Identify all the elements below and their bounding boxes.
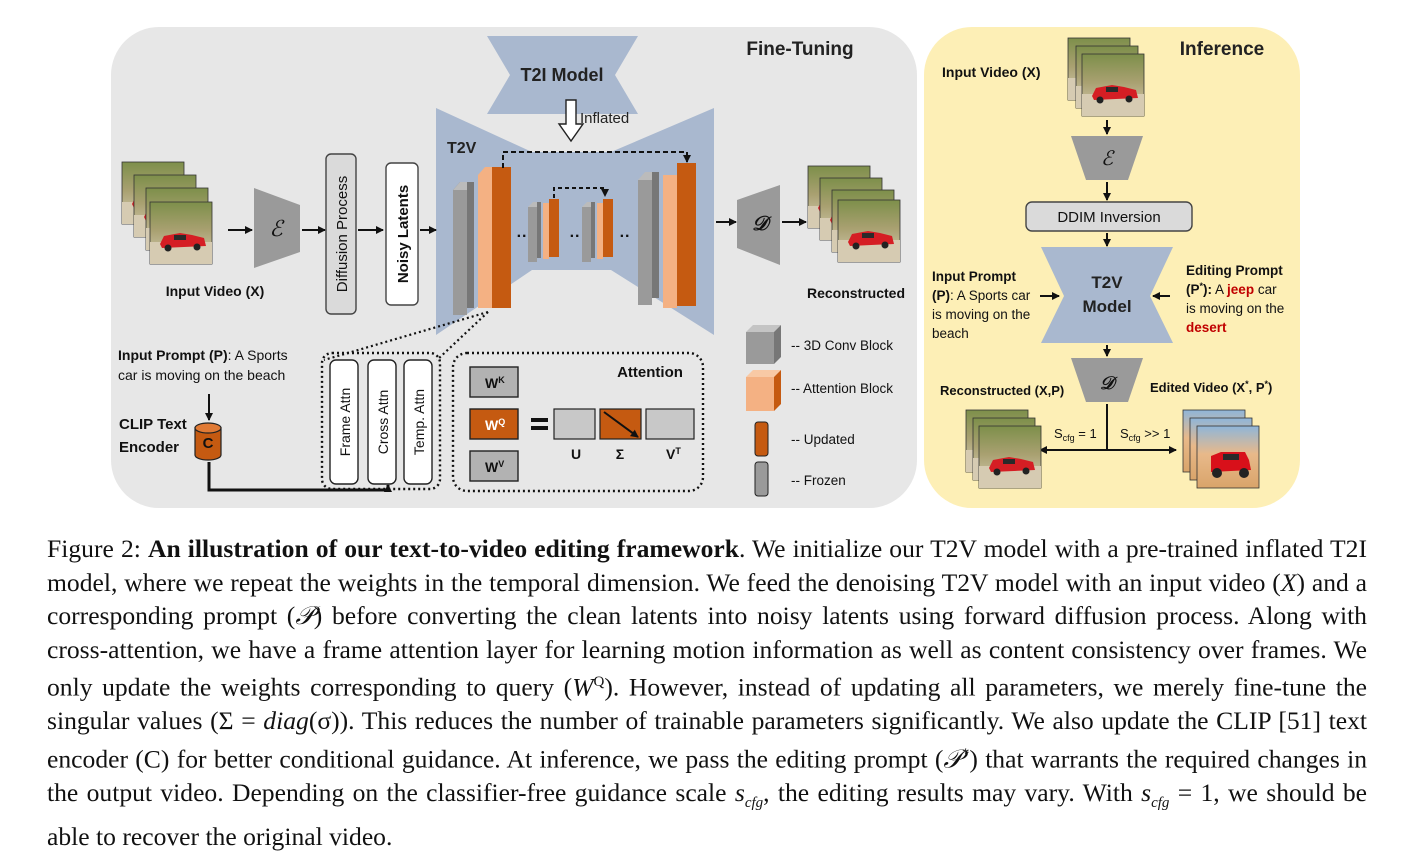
wq-sup: Q — [498, 417, 505, 427]
t2i-model-label: T2I Model — [520, 65, 603, 85]
inf-encoder-shape — [1071, 136, 1143, 180]
dots-3: ·· — [620, 228, 631, 245]
legend-attn: -- Attention Block — [791, 381, 893, 396]
frame-attn-label: Frame Attn — [337, 388, 353, 456]
svg-text:WV: WV — [485, 459, 504, 475]
clip-label-line1: CLIP Text — [119, 416, 187, 433]
small-block-1 — [528, 199, 559, 262]
vt-label: V — [666, 446, 676, 462]
ft-input-prompt-line1: Input Prompt (P): A Sports — [118, 347, 288, 363]
inf-input-video-frames — [1067, 37, 1145, 117]
inf-editing-prompt-l4: desert — [1186, 320, 1227, 335]
wk-sup: K — [498, 375, 505, 385]
inf-encoder-symbol: ℰ — [1101, 148, 1115, 170]
wq-label: W — [485, 417, 499, 433]
inflated-label: Inflated — [580, 110, 629, 127]
fine-tuning-title: Fine-Tuning — [746, 39, 853, 60]
u-box — [553, 408, 596, 440]
diffusion-process-box — [325, 153, 357, 315]
diffusion-process-label: Diffusion Process — [334, 176, 351, 292]
attention-detail-box — [451, 351, 705, 493]
decoder-symbol: 𝒟 — [752, 213, 772, 235]
vt-box — [645, 408, 695, 440]
equals-top — [531, 418, 548, 422]
wk-box — [469, 366, 519, 398]
wv-box — [469, 450, 519, 482]
wv-sup: V — [498, 459, 504, 469]
inf-editing-prompt-l2: (P*): A jeep car — [1186, 281, 1277, 297]
inf-editing-prompt-l3: is moving on the — [1186, 301, 1284, 316]
legend-conv: -- 3D Conv Block — [791, 338, 893, 353]
s-cfg-right: Scfg >> 1 — [1120, 426, 1170, 443]
ddim-inversion-box — [1025, 201, 1193, 232]
wq-box — [469, 408, 519, 440]
small-block-2 — [582, 199, 613, 262]
t2i-model-shape — [487, 36, 638, 114]
inf-t2v-line1: T2V — [1091, 273, 1123, 292]
dots-2: ·· — [570, 228, 581, 245]
wv-label: W — [485, 459, 499, 475]
clip-label-line2: Encoder — [119, 439, 179, 456]
inf-input-prompt-l4: beach — [932, 326, 969, 341]
inf-decoder-shape — [1071, 358, 1143, 402]
svg-text:WK: WK — [485, 375, 505, 391]
svg-text:WQ: WQ — [485, 417, 505, 433]
noisy-latents-label: Noisy Latents — [395, 185, 412, 283]
frame-attn-box — [329, 359, 359, 485]
sigma-label: Σ — [616, 446, 624, 462]
dots-1: ·· — [517, 228, 528, 245]
inf-input-prompt-l2: (P): A Sports car — [932, 288, 1031, 303]
decoder-shape — [737, 185, 780, 265]
input-video-label: Input Video (X) — [166, 283, 265, 299]
caption-bold: An illustration of our text-to-video edi… — [147, 534, 739, 563]
inf-decoder-symbol: 𝒟 — [1100, 373, 1118, 393]
encoder-shape — [254, 188, 300, 268]
inf-input-video-label: Input Video (X) — [942, 64, 1041, 80]
vt-sup: T — [675, 446, 681, 456]
inf-edited-video-label: Edited Video (X*, P*) — [1150, 379, 1272, 395]
legend: -- 3D Conv Block -- Attention Block -- U… — [746, 325, 893, 497]
wk-label: W — [485, 375, 499, 391]
skip-connection-outer — [502, 151, 691, 168]
svg-text:VT: VT — [666, 446, 681, 462]
framework-figure: Fine-Tuning T2I Model Inflated T2V — [111, 27, 1300, 508]
inf-t2v-model-shape — [1041, 247, 1173, 343]
inf-reconstructed-label: Reconstructed (X,P) — [940, 383, 1064, 398]
figure-caption: Figure 2: An illustration of our text-to… — [47, 534, 1368, 852]
cross-attn-box — [367, 359, 397, 485]
inf-input-prompt-l3: is moving on the — [932, 307, 1030, 322]
ddim-inversion-label: DDIM Inversion — [1057, 209, 1160, 226]
decoder-block-large-right — [638, 163, 696, 308]
inference-title: Inference — [1180, 39, 1264, 60]
s-cfg-left: Scfg = 1 — [1054, 426, 1097, 443]
reconstructed-label: Reconstructed — [807, 285, 905, 301]
sigma-diagonal-arrow-icon — [603, 411, 639, 438]
encoder-symbol: ℰ — [269, 216, 285, 241]
inf-t2v-line2: Model — [1082, 297, 1131, 316]
u-label: U — [571, 446, 581, 462]
inflated-arrow-icon — [557, 99, 585, 143]
inf-editing-prompt-l1: Editing Prompt — [1186, 263, 1283, 278]
temp-attn-label: Temp. Attn — [411, 389, 427, 455]
equals-bottom — [531, 426, 548, 430]
attention-block-expanded — [320, 351, 442, 491]
temp-attn-box — [403, 359, 433, 485]
encoder-block-large-left — [453, 167, 511, 315]
t2v-label: T2V — [447, 140, 477, 157]
noisy-latents-box — [385, 162, 419, 306]
clip-c-label: C — [203, 435, 214, 452]
ft-input-prompt-line2: car is moving on the beach — [118, 367, 285, 383]
cross-attn-label: Cross Attn — [375, 390, 391, 455]
caption-label: Figure 2: — [47, 534, 148, 563]
inf-input-prompt-l1: Input Prompt — [932, 269, 1016, 284]
clip-to-cross-attn-arrow — [207, 462, 392, 492]
skip-connection-inner — [553, 187, 609, 198]
clip-encoder-cylinder-icon — [194, 422, 222, 461]
legend-frozen: -- Frozen — [791, 473, 846, 488]
legend-updated: -- Updated — [791, 432, 855, 447]
attention-title: Attention — [617, 364, 683, 381]
inf-edited-frames — [1182, 409, 1260, 489]
inf-reconstructed-frames — [965, 409, 1042, 489]
